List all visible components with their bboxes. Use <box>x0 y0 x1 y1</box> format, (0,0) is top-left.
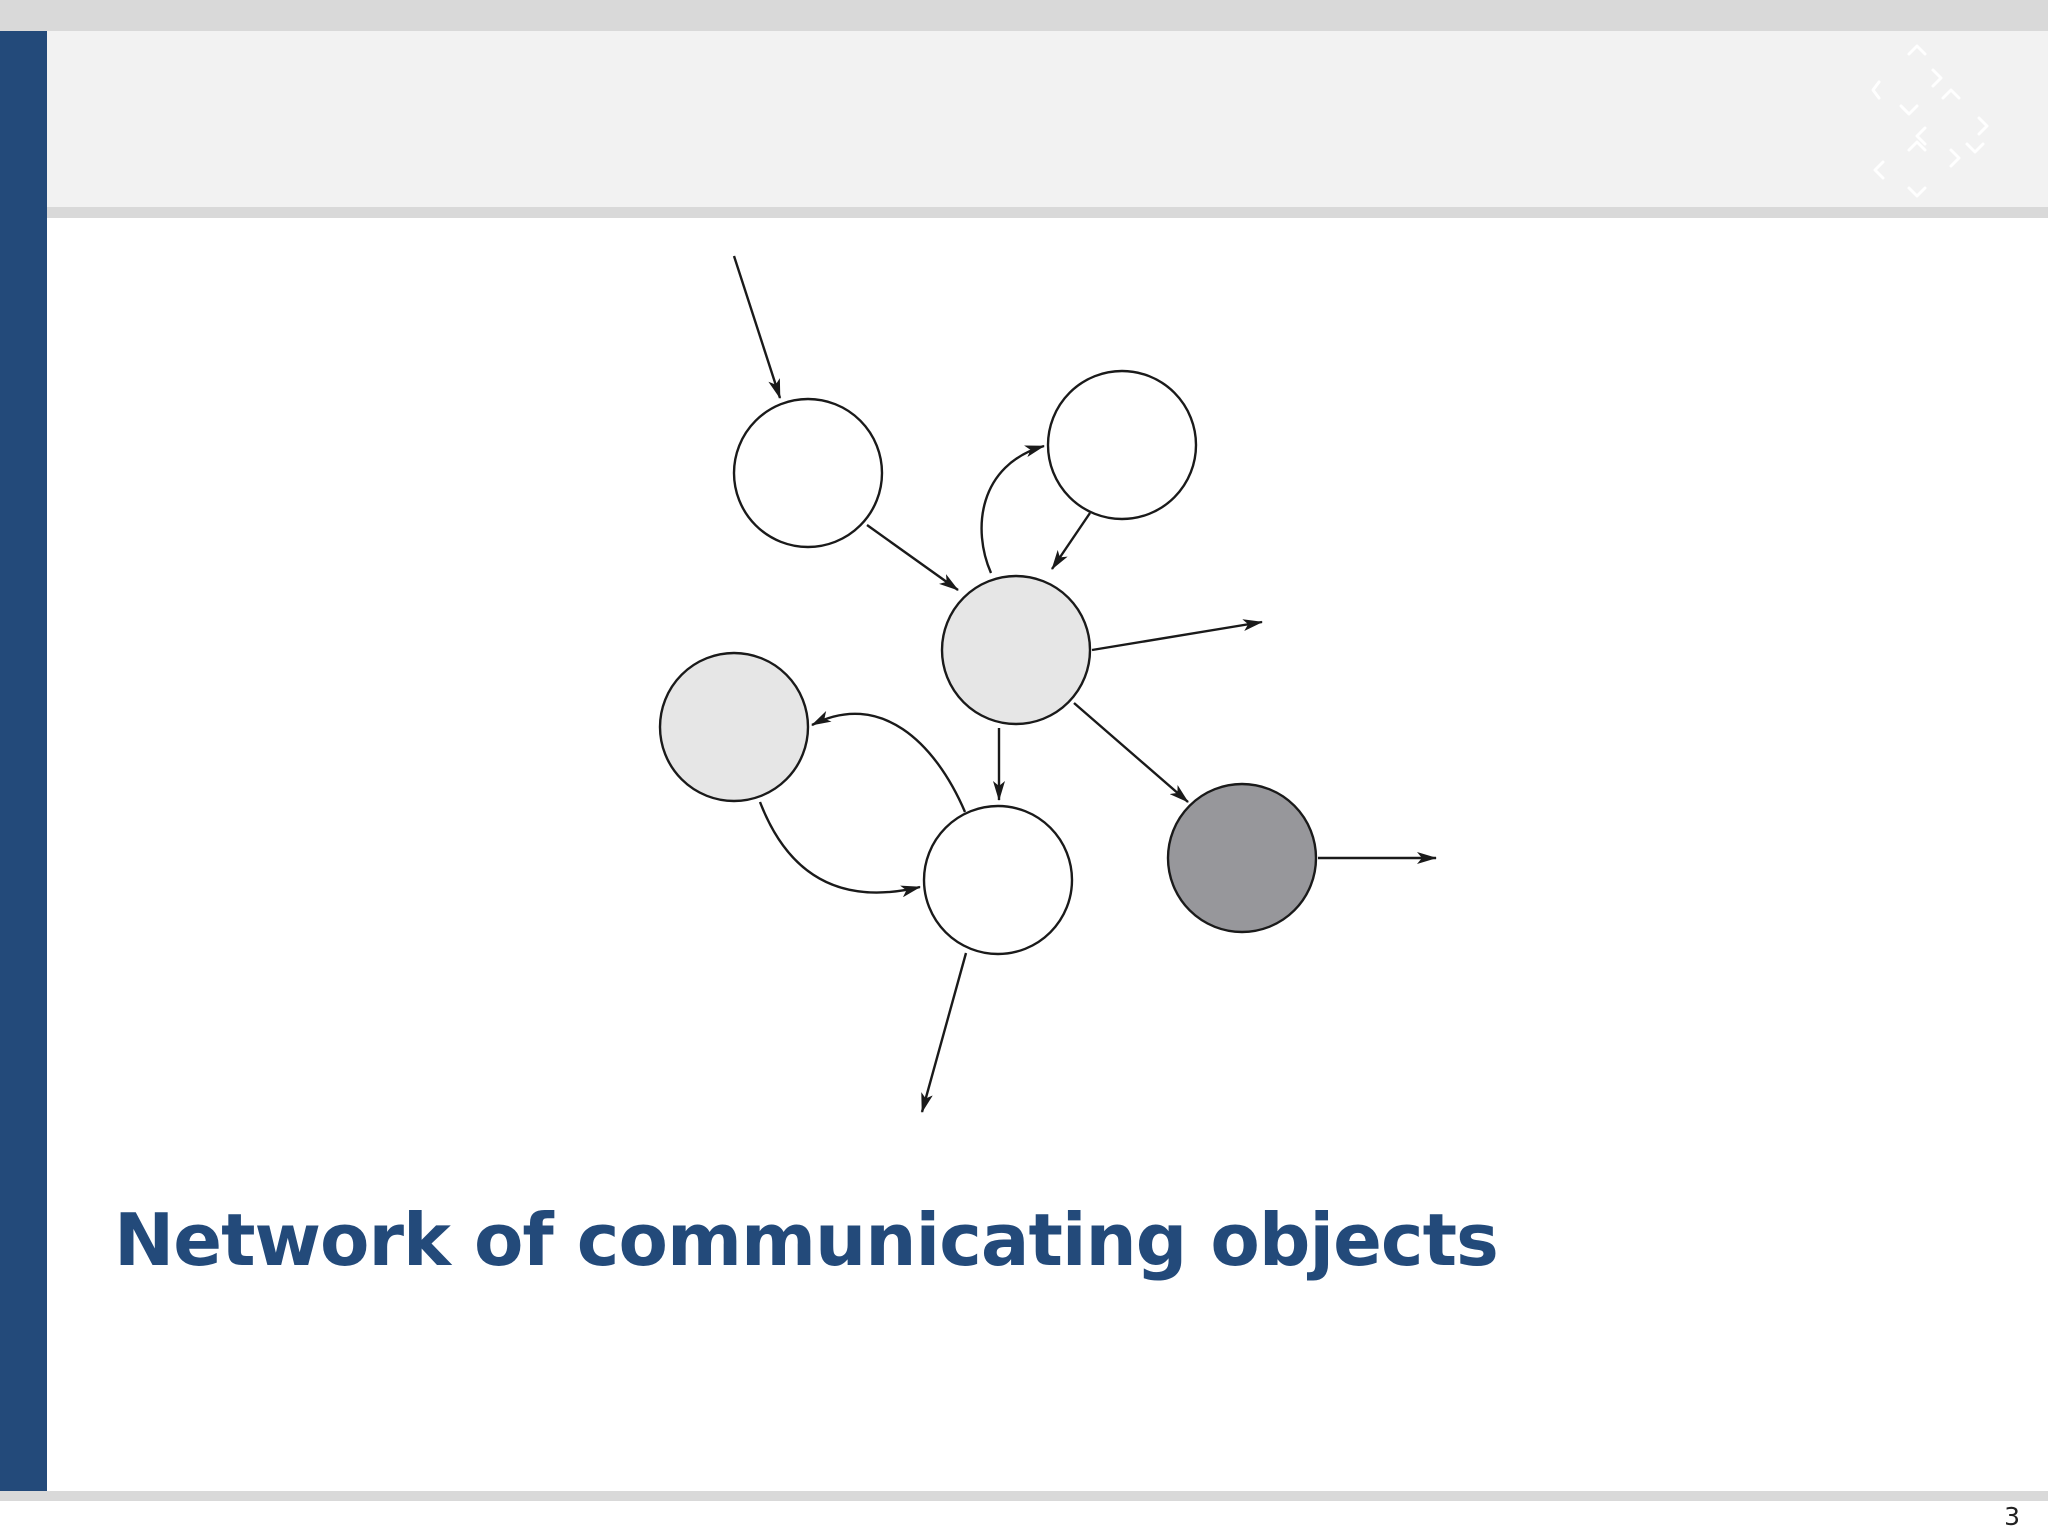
object-node-6 <box>1166 782 1318 934</box>
slide-title: Network of communicating objects <box>114 1198 1499 1282</box>
edge-in-to-n1 <box>732 255 782 399</box>
header-band <box>0 31 2048 207</box>
left-accent-bar <box>0 31 47 1491</box>
object-node-3 <box>940 574 1092 726</box>
top-strip <box>0 0 2048 31</box>
object-node-1 <box>732 397 884 549</box>
header-divider <box>47 207 2048 218</box>
edge-n3-to-out <box>1091 619 1263 652</box>
edge-n4-to-n5 <box>758 801 921 898</box>
edge-n1-to-n3 <box>866 524 959 591</box>
edge-n5-to-out <box>920 952 968 1113</box>
object-node-4 <box>658 651 810 803</box>
chevron-pattern-logo-icon <box>1871 44 1989 198</box>
network-diagram <box>658 255 1437 1113</box>
edge-n3-to-n6 <box>1073 702 1189 803</box>
page-number: 3 <box>2004 1502 2020 1531</box>
footer-line <box>0 1491 2048 1501</box>
edge-n3-to-n2 <box>980 444 1045 574</box>
edge-n5-to-n4 <box>811 710 967 813</box>
object-node-5 <box>922 804 1074 956</box>
object-node-2 <box>1046 369 1198 521</box>
edge-n2-to-n3 <box>1051 512 1091 570</box>
